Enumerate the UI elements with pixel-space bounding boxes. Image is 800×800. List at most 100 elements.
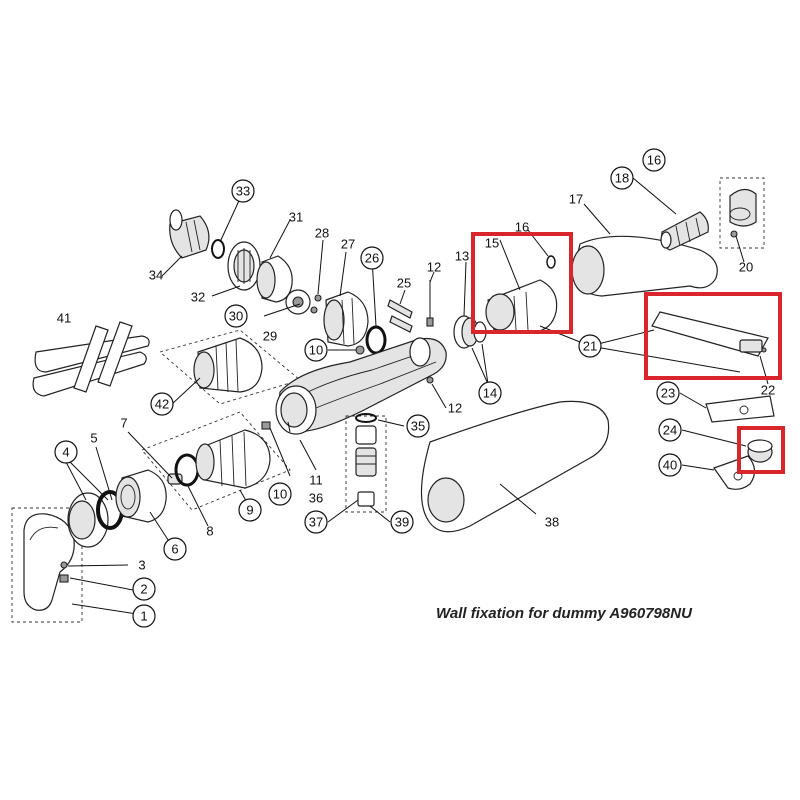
svg-text:42: 42: [155, 397, 169, 412]
svg-text:16: 16: [647, 153, 661, 168]
svg-text:6: 6: [171, 542, 178, 557]
part-10-screw-b: [261, 421, 271, 430]
leader-lines: [65, 177, 769, 617]
part-12-studs: [426, 280, 434, 384]
callout-9: 9: [238, 498, 262, 522]
part-8-o-ring: [174, 453, 200, 487]
part-23-plate: [705, 395, 775, 423]
svg-text:4: 4: [62, 445, 69, 460]
svg-text:1: 1: [140, 609, 147, 624]
svg-text:31: 31: [289, 210, 303, 225]
svg-text:11: 11: [309, 473, 323, 488]
part-6-sleeve: [115, 469, 167, 523]
part-9-cartridge: [141, 411, 291, 511]
part-34-fitting: [169, 209, 210, 259]
part-38-cover-shell: [420, 400, 610, 533]
part-33-washer: [211, 239, 225, 259]
svg-text:10: 10: [309, 343, 323, 358]
callout-2: 2: [132, 577, 156, 601]
part-41-wall-bracket: [32, 321, 150, 397]
part-31-ring: [256, 255, 293, 303]
part-18-thermo-element: [660, 211, 709, 251]
part-17-spout: [571, 235, 718, 297]
part-11-mixer-body: [275, 337, 447, 435]
highlight-boxes: [471, 232, 785, 474]
callout-14: 14: [478, 381, 502, 405]
svg-text:12: 12: [427, 260, 441, 275]
svg-text:3: 3: [138, 558, 145, 573]
callout-1: 1: [132, 604, 156, 628]
svg-text:35: 35: [411, 419, 425, 434]
callout-23: 23: [656, 381, 680, 405]
svg-text:29: 29: [263, 329, 277, 344]
part-15-sleeve: [485, 279, 558, 333]
svg-text:39: 39: [395, 515, 409, 530]
svg-text:20: 20: [739, 260, 753, 275]
svg-text:28: 28: [315, 226, 329, 241]
callout-16b: 16: [642, 148, 666, 172]
callout-10b: 10: [268, 482, 292, 506]
svg-text:14: 14: [483, 386, 497, 401]
part-29-disc: [285, 289, 311, 315]
svg-text:41: 41: [57, 311, 71, 326]
callout-24: 24: [658, 418, 682, 442]
callout-10: 10: [304, 338, 328, 362]
part-24-cap: [747, 439, 773, 463]
highlight-box-21-22: [644, 292, 782, 380]
callout-30: 30: [224, 304, 248, 328]
svg-text:13: 13: [455, 249, 469, 264]
svg-text:24: 24: [663, 423, 677, 438]
callout-40: 40: [658, 453, 682, 477]
callout-35: 35: [406, 414, 430, 438]
svg-text:12: 12: [448, 401, 462, 416]
svg-text:34: 34: [149, 268, 163, 283]
svg-text:7: 7: [120, 416, 127, 431]
part-16-ring: [546, 255, 556, 269]
part-26-o-ring: [365, 325, 387, 355]
svg-text:36: 36: [309, 491, 323, 506]
callout-42: 42: [150, 392, 174, 416]
callout-33: 33: [231, 179, 255, 203]
highlight-box-15-16: [471, 232, 573, 334]
part-42-thermo-cartridge: [159, 329, 301, 405]
part-25-screws: [387, 299, 413, 333]
part-27-housing: [323, 291, 369, 347]
part-35-39-diverter-group: [345, 413, 387, 513]
part-28-screws: [310, 294, 322, 314]
highlight-box-24: [737, 426, 785, 474]
svg-text:5: 5: [90, 431, 97, 446]
svg-text:2: 2: [140, 582, 147, 597]
callout-18: 18: [610, 166, 634, 190]
svg-text:25: 25: [397, 276, 411, 291]
svg-text:27: 27: [341, 237, 355, 252]
svg-text:26: 26: [365, 251, 379, 266]
svg-text:40: 40: [663, 458, 677, 473]
plain-labels: 3 5 7 8 11 12 12 13 15 16 17 20 22 25 27…: [57, 192, 775, 573]
svg-text:9: 9: [246, 503, 253, 518]
svg-text:23: 23: [661, 386, 675, 401]
svg-text:32: 32: [191, 290, 205, 305]
svg-text:18: 18: [615, 171, 629, 186]
svg-text:8: 8: [206, 524, 213, 539]
callout-21: 21: [578, 334, 602, 358]
svg-text:38: 38: [545, 515, 559, 530]
callout-6: 6: [163, 537, 187, 561]
callout-26: 26: [360, 246, 384, 270]
svg-text:21: 21: [583, 339, 597, 354]
svg-text:30: 30: [229, 309, 243, 324]
callouts: 1 2 4 6 9 10 42 33 30 26 10 14 18 16 21 …: [54, 148, 682, 628]
part-21-22-aerator-bar: [651, 311, 769, 357]
svg-text:16: 16: [515, 220, 529, 235]
part-1-lever-handle: [11, 507, 83, 623]
svg-text:15: 15: [485, 236, 499, 251]
part-10-screw-a: [355, 345, 365, 355]
diagram-caption: Wall fixation for dummy A960798NU: [436, 605, 693, 622]
part-20-clip-assembly: [719, 177, 765, 249]
svg-text:17: 17: [569, 192, 583, 207]
callout-39: 39: [390, 510, 414, 534]
callout-37: 37: [304, 510, 328, 534]
svg-text:37: 37: [309, 515, 323, 530]
part-32-filter: [227, 241, 261, 291]
callout-4: 4: [54, 440, 78, 464]
